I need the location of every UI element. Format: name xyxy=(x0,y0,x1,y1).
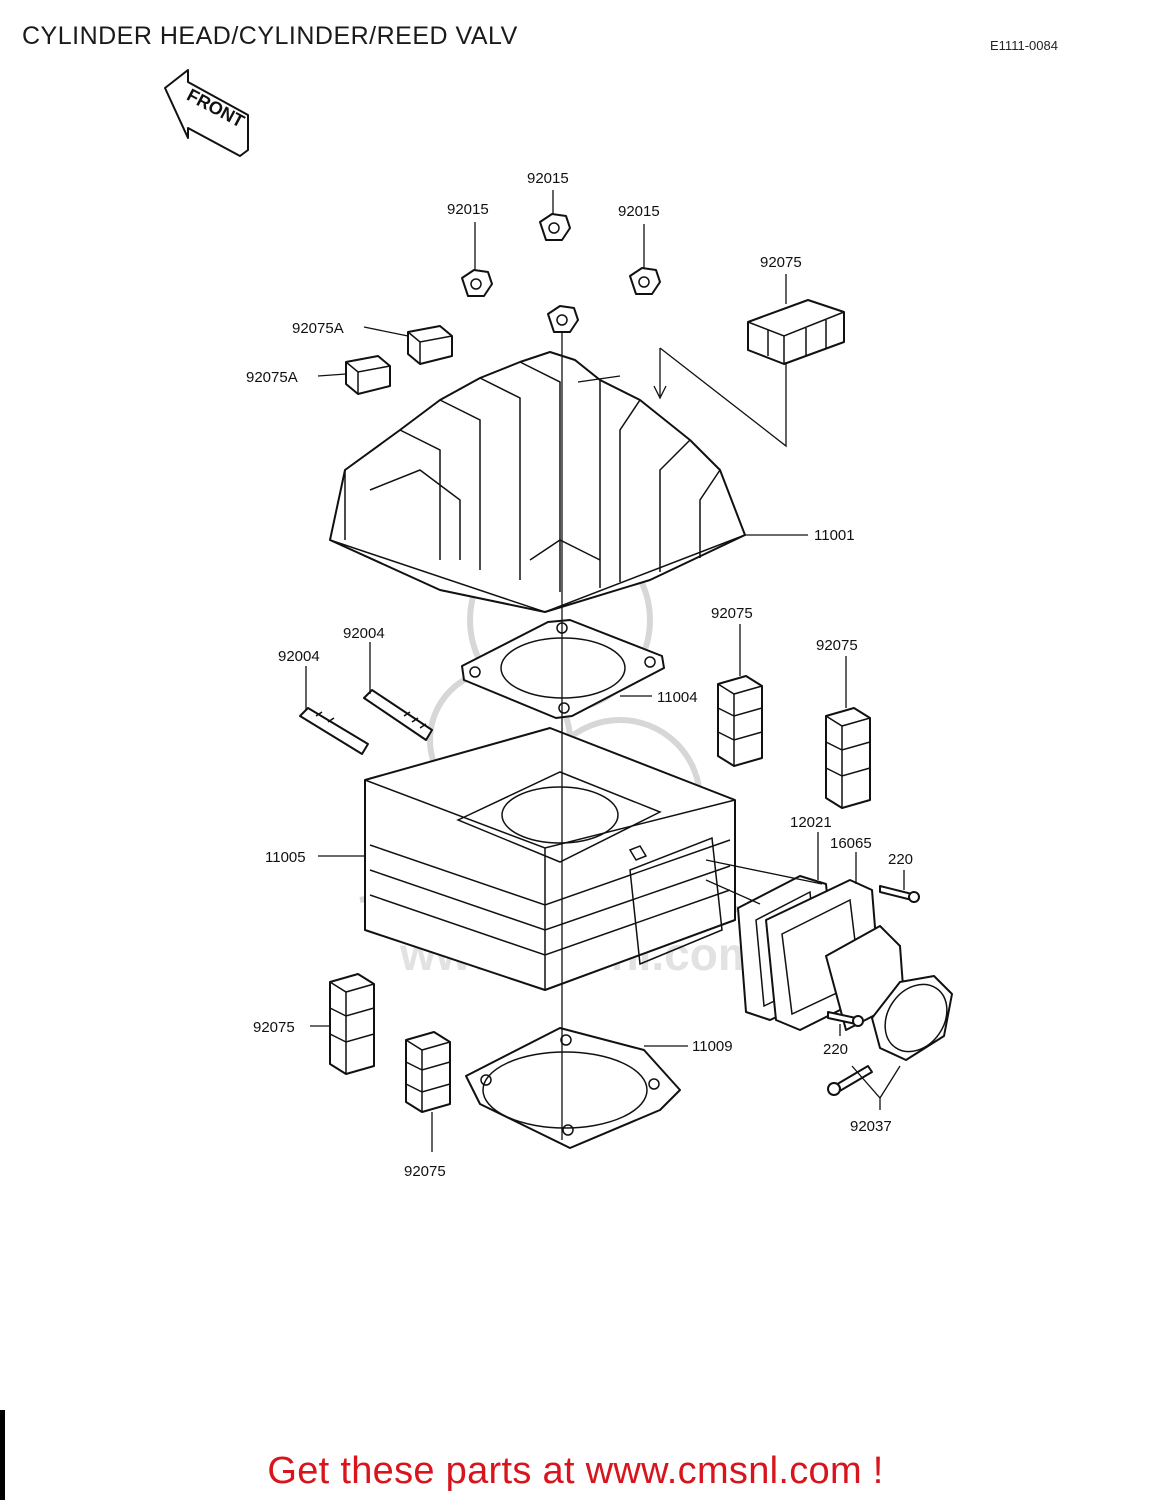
promo-link[interactable]: Get these parts at www.cmsnl.com ! xyxy=(267,1450,884,1492)
nut-right[interactable] xyxy=(629,267,661,295)
label-screw-upper: 220 xyxy=(888,851,913,868)
diagram-title: CYLINDER HEAD/CYLINDER/REED VALV xyxy=(22,22,518,50)
exploded-parts-diagram: www.cmsnl.com FRONT xyxy=(164,69,960,1180)
stud-short[interactable] xyxy=(299,707,369,755)
screw-lower[interactable] xyxy=(827,1011,864,1027)
clamp-bolt[interactable] xyxy=(827,1065,873,1096)
label-nut-right: 92015 xyxy=(618,203,660,220)
nut-rear[interactable] xyxy=(547,305,579,333)
label-base-gasket: 11009 xyxy=(692,1038,733,1055)
base-gasket[interactable] xyxy=(465,1027,681,1149)
label-damper-mid-left: 92075 xyxy=(711,605,753,622)
intake-holder[interactable] xyxy=(871,972,960,1063)
cylinder-head[interactable] xyxy=(329,351,746,613)
label-reed-gasket: 12021 xyxy=(790,814,832,831)
stud-long[interactable] xyxy=(363,689,433,741)
head-gasket[interactable] xyxy=(461,619,665,719)
left-edge-bar xyxy=(0,1410,5,1500)
label-nut-center: 92015 xyxy=(527,170,569,187)
nut-center[interactable] xyxy=(539,213,571,241)
label-damper-mid-right: 92075 xyxy=(816,637,858,654)
label-cylinder: 11005 xyxy=(265,849,306,866)
diagram-code: E1111-0084 xyxy=(990,38,1058,53)
damper-a-upper[interactable] xyxy=(407,325,453,365)
label-damper-a-upper: 92075A xyxy=(292,320,344,337)
label-screw-lower: 220 xyxy=(823,1041,848,1058)
part-labels: 92015 92015 92015 92075 92075A 92075A 11… xyxy=(246,170,913,1180)
damper-stack-low-left[interactable] xyxy=(329,973,375,1075)
label-clamp-bolt: 92037 xyxy=(850,1118,892,1135)
leader-lines xyxy=(305,190,905,1152)
front-arrow-icon: FRONT xyxy=(164,69,249,157)
damper-top-right[interactable] xyxy=(747,299,845,365)
label-damper-low-left: 92075 xyxy=(253,1019,295,1036)
label-nut-left: 92015 xyxy=(447,201,489,218)
label-head-gasket: 11004 xyxy=(657,689,698,706)
damper-stack-mid-right[interactable] xyxy=(825,707,871,809)
screw-upper[interactable] xyxy=(879,885,920,903)
label-cylinder-head: 11001 xyxy=(814,527,855,544)
nut-left[interactable] xyxy=(461,269,493,297)
label-damper-low-center: 92075 xyxy=(404,1163,446,1180)
label-stud-long: 92004 xyxy=(343,625,385,642)
cylinder[interactable] xyxy=(364,727,736,991)
damper-stack-mid-left[interactable] xyxy=(717,675,763,767)
damper-a-lower[interactable] xyxy=(345,355,391,395)
label-damper-a-lower: 92075A xyxy=(246,369,298,386)
reed-valve[interactable] xyxy=(765,879,905,1031)
damper-stack-low-center[interactable] xyxy=(405,1031,451,1113)
label-stud-short: 92004 xyxy=(278,648,320,665)
label-damper-top-right: 92075 xyxy=(760,254,802,271)
label-reed-valve: 16065 xyxy=(830,835,872,852)
